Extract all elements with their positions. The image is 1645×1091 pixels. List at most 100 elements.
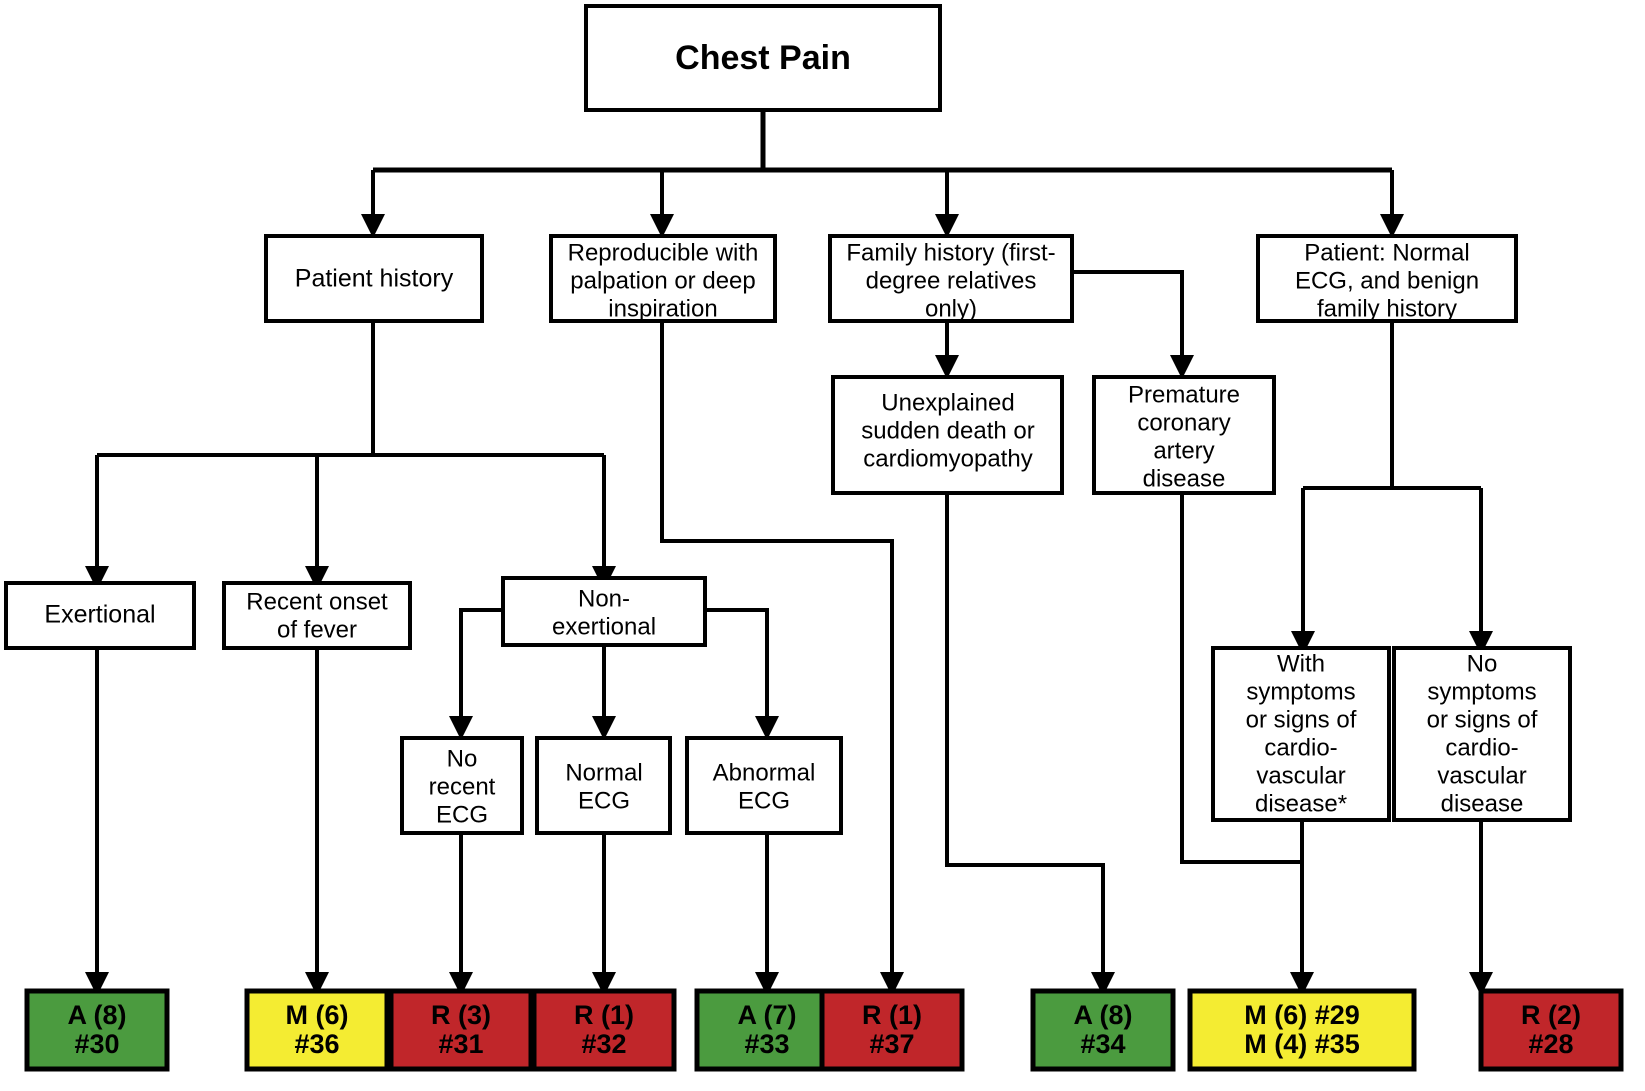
node-no-recent-ecg-line-2: recent	[429, 773, 496, 800]
node-recent-onset-fever-box	[222, 581, 412, 650]
node-exertional-box	[4, 581, 196, 650]
result-a8-34-box	[1030, 988, 1176, 1072]
result-r3-31-box	[388, 988, 534, 1072]
node-reproducible-line-2: palpation or deep	[570, 267, 755, 294]
node-exertional-line-1: Exertional	[44, 601, 155, 629]
result-a7-33-line-2: #33	[744, 1029, 789, 1059]
node-premature-cad-line-4: disease	[1143, 465, 1226, 492]
node-non-exertional[interactable]: Non- exertional	[501, 576, 707, 647]
result-node-r1-37[interactable]: R (1) #37	[819, 988, 965, 1072]
node-non-exertional-line-2: exertional	[552, 613, 656, 640]
node-patient-normal-ecg-line-1: Patient: Normal	[1304, 239, 1469, 266]
node-patient-history-line-1: Patient history	[295, 265, 454, 293]
node-with-symptoms-line-1: With	[1277, 650, 1325, 677]
node-with-symptoms[interactable]: With symptoms or signs of cardio- vascul…	[1211, 646, 1391, 822]
node-family-history[interactable]: Family history (first- degree relatives …	[828, 234, 1074, 323]
node-no-symptoms-line-1: No	[1467, 650, 1498, 677]
node-normal-ecg-line-2: ECG	[578, 787, 630, 814]
result-r2-28-box	[1478, 988, 1624, 1072]
node-reproducible[interactable]: Reproducible with palpation or deep insp…	[549, 234, 777, 323]
node-premature-cad-line-1: Premature	[1128, 381, 1240, 408]
node-chest-pain-box	[584, 4, 942, 112]
node-abnormal-ecg-line-1: Abnormal	[713, 759, 816, 786]
result-r2-28-line-1: R (2)	[1521, 1000, 1581, 1030]
node-premature-cad-box	[1092, 375, 1276, 495]
node-no-symptoms-line-5: vascular	[1437, 762, 1526, 789]
result-m6-36-line-1: M (6)	[286, 1000, 349, 1030]
edge-nonexertional-to-no-recent-ecg	[449, 608, 503, 740]
edge-unexplained-to-a8-34	[945, 493, 1115, 996]
node-chest-pain[interactable]: Chest Pain	[584, 4, 942, 112]
result-a8-30-line-1: A (8)	[68, 1000, 127, 1030]
result-m6-36-box	[244, 988, 390, 1072]
result-r1-37-box	[819, 988, 965, 1072]
node-unexplained-line-1: Unexplained	[881, 389, 1014, 416]
node-reproducible-line-1: Reproducible with	[568, 239, 759, 266]
result-node-a8-34[interactable]: A (8) #34	[1030, 988, 1176, 1072]
node-family-history-line-1: Family history (first-	[846, 239, 1055, 266]
node-patient-normal-ecg[interactable]: Patient: Normal ECG, and benign family h…	[1256, 234, 1518, 323]
result-a8-34-line-2: #34	[1080, 1029, 1125, 1059]
result-a7-33-line-1: A (7)	[738, 1000, 797, 1030]
result-r1-32-line-2: #32	[581, 1029, 626, 1059]
node-premature-cad[interactable]: Premature coronary artery disease	[1092, 375, 1276, 495]
node-with-symptoms-line-4: cardio-	[1264, 734, 1337, 761]
node-no-symptoms[interactable]: No symptoms or signs of cardio- vascular…	[1392, 646, 1572, 822]
node-no-recent-ecg-box	[400, 736, 524, 835]
edge-premature-to-m6-29	[1180, 493, 1302, 864]
node-recent-fever-line-1: Recent onset	[246, 588, 388, 615]
edge-nonexertional-to-abnormal-ecg	[705, 608, 779, 740]
result-node-r1-32[interactable]: R (1) #32	[531, 988, 677, 1072]
node-no-recent-ecg-line-3: ECG	[436, 801, 488, 828]
node-no-symptoms-line-2: symptoms	[1427, 678, 1536, 705]
result-node-a8-30[interactable]: A (8) #30	[24, 988, 170, 1072]
node-reproducible-line-3: inspiration	[608, 295, 717, 322]
result-node-m6-36[interactable]: M (6) #36	[244, 988, 390, 1072]
result-r1-32-box	[531, 988, 677, 1072]
node-unexplained-sudden-death[interactable]: Unexplained sudden death or cardiomyopat…	[831, 375, 1064, 495]
node-family-history-line-3: only)	[925, 295, 977, 322]
result-r1-37-line-1: R (1)	[862, 1000, 922, 1030]
node-patient-history-box	[264, 234, 484, 323]
node-unexplained-line-2: sudden death or	[861, 417, 1034, 444]
node-chest-pain-label: Chest Pain	[675, 39, 851, 77]
result-m6-29-line-1: M (6) #29	[1244, 1000, 1360, 1030]
result-node-m6-29[interactable]: M (6) #29 M (4) #35	[1187, 988, 1417, 1072]
edge-layer	[85, 110, 1493, 996]
node-exertional[interactable]: Exertional	[4, 581, 196, 650]
edge-family-to-premature	[1072, 270, 1194, 379]
result-node-r2-28[interactable]: R (2) #28	[1478, 988, 1624, 1072]
node-reproducible-box	[549, 234, 777, 323]
node-recent-onset-fever[interactable]: Recent onset of fever	[222, 581, 412, 650]
result-r1-37-line-2: #37	[869, 1029, 914, 1059]
node-non-exertional-line-1: Non-	[578, 585, 630, 612]
result-a8-34-line-1: A (8)	[1074, 1000, 1133, 1030]
node-no-recent-ecg[interactable]: No recent ECG	[400, 736, 524, 835]
node-patient-normal-ecg-box	[1256, 234, 1518, 323]
node-no-symptoms-box	[1392, 646, 1572, 822]
node-recent-fever-line-2: of fever	[277, 616, 357, 643]
result-m6-36-line-2: #36	[294, 1029, 339, 1059]
node-no-symptoms-line-4: cardio-	[1445, 734, 1518, 761]
node-unexplained-line-3: cardiomyopathy	[863, 445, 1032, 472]
node-normal-ecg-box	[535, 736, 672, 835]
result-node-r3-31[interactable]: R (3) #31	[388, 988, 534, 1072]
result-r1-32-line-1: R (1)	[574, 1000, 634, 1030]
edge-reproducible-to-r1-37	[660, 321, 904, 996]
node-patient-history[interactable]: Patient history	[264, 234, 484, 323]
node-patient-normal-ecg-line-3: family history	[1317, 295, 1457, 322]
node-non-exertional-box	[501, 576, 707, 647]
node-abnormal-ecg[interactable]: Abnormal ECG	[685, 736, 843, 835]
node-unexplained-sudden-death-box	[831, 375, 1064, 495]
result-m6-29-box	[1187, 988, 1417, 1072]
node-no-recent-ecg-line-1: No	[447, 745, 478, 772]
result-m6-29-line-2: M (4) #35	[1244, 1029, 1360, 1059]
node-premature-cad-line-2: coronary	[1137, 409, 1230, 436]
node-normal-ecg-line-1: Normal	[565, 759, 642, 786]
result-node-a7-33[interactable]: A (7) #33	[694, 988, 840, 1072]
node-no-symptoms-line-6: disease	[1441, 790, 1524, 817]
node-abnormal-ecg-box	[685, 736, 843, 835]
node-normal-ecg[interactable]: Normal ECG	[535, 736, 672, 835]
node-family-history-box	[828, 234, 1074, 323]
